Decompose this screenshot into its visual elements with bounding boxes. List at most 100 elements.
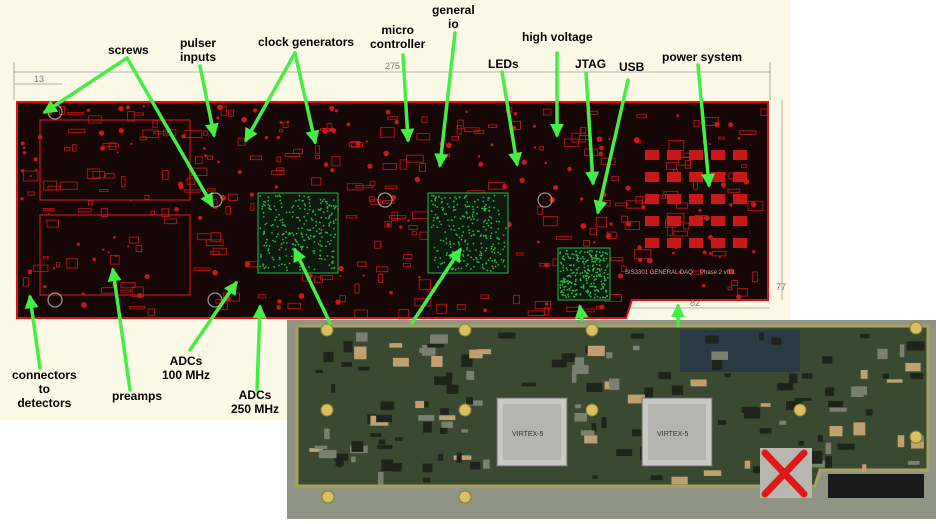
pcb-trace [43,207,55,211]
pcb-via [671,251,675,255]
fpga-pad [333,227,335,230]
fpga-pad [576,272,578,274]
fpga-pad [304,204,307,207]
fpga-pad [585,259,588,262]
photo-part [439,415,456,421]
pcb-power-pad [733,150,747,160]
fpga-pad [472,208,475,211]
fpga-pad [569,257,572,260]
fpga-pad [604,251,607,254]
label-high-voltage: high voltage [522,30,593,44]
pcb-trace [456,304,466,310]
pcb-via [329,105,335,112]
pcb-via [385,109,391,115]
fpga-pad [326,231,329,234]
pcb-via [144,274,150,280]
fpga-pad [498,213,500,216]
fpga-pad [265,244,268,247]
pcb-silkscreen-2: Phase 2 v0.1 [700,270,736,276]
photo-part [886,379,903,383]
fpga-pad [597,289,599,292]
photo-part [341,362,353,368]
fpga-pad [566,280,569,282]
fpga-pad [490,226,493,229]
pcb-screw-hole [207,292,223,308]
pcb-power-pad [645,150,659,160]
fpga-pad [263,230,266,233]
pcb-trace [121,176,126,187]
pcb-via [365,140,369,143]
photo-part [671,476,688,485]
fpga-pad [298,199,301,201]
fpga-pad [477,198,479,201]
photo-part [337,455,342,468]
fpga-pad [440,223,443,226]
fpga-pad [433,216,435,219]
fpga-pad [562,264,565,267]
photo-part [718,420,727,425]
fpga-pad [436,217,439,220]
pcb-via [22,146,26,150]
photo-part [606,352,613,359]
fpga-pad [587,264,590,267]
fpga-pad [567,295,570,298]
fpga-pad [262,211,265,214]
pcb-trace [276,156,282,163]
fpga-pad [453,216,456,218]
pcb-via [107,251,110,254]
pcb-trace [398,309,409,320]
fpga-pad [434,256,437,259]
photo-part [584,435,598,444]
pcb-trace [537,205,544,215]
fpga-pad [485,207,487,210]
photo-part [724,373,731,378]
pcb-trace [516,252,524,256]
fpga-pad [435,196,438,199]
pcb-screw-hole [377,192,393,208]
fpga-pad [291,211,294,214]
photo-screw [321,490,335,504]
fpga-pad [495,261,498,264]
photo-part [837,443,855,450]
fpga-pad [590,254,593,257]
fpga-pad [329,234,332,236]
pcb-via [181,134,186,139]
fpga-pad [598,260,601,263]
fpga-pad [306,228,309,231]
pcb-via [274,185,278,189]
fpga-pad [319,254,321,256]
pcb-via [249,192,254,197]
fpga-pad [581,271,584,274]
fpga-pad [291,248,294,251]
fpga-pad [500,258,503,261]
fpga-pad [559,251,562,254]
photo-part [690,379,707,387]
pcb-via [277,299,282,304]
fpga-pad [599,259,602,261]
fpga-pad [324,258,326,261]
photo-part [779,420,787,425]
pcb-via [355,141,361,147]
fpga-pad [490,270,492,272]
fpga-pad [472,233,475,236]
fpga-pad [562,281,564,284]
fpga-pad [604,279,607,282]
fpga-pad [262,203,265,206]
fpga-pad [588,253,591,256]
pcb-trace [741,164,748,169]
fpga-pad [574,283,577,285]
fpga-pad [307,195,310,198]
fpga-pad [320,229,323,231]
pcb-via [339,274,342,277]
pcb-trace [539,146,544,151]
photo-part [440,408,449,417]
pcb-trace [747,200,764,211]
dimension-left-text: 13 [34,74,44,84]
fpga-pad [308,202,311,204]
fpga-pad [606,253,609,255]
fpga-pad [482,200,485,203]
fpga-pad [284,236,287,239]
pcb-trace [418,163,426,172]
